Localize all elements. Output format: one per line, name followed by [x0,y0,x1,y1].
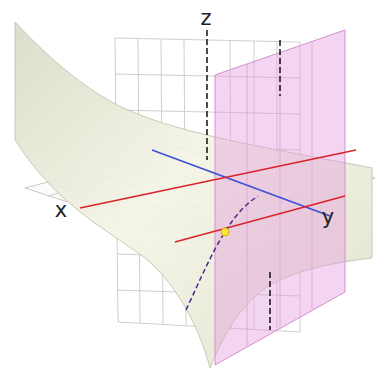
surface [15,22,372,368]
vertical-line [269,272,271,330]
vertical-line [279,40,281,96]
x-axis [80,150,356,208]
cutting-plane-grid [247,41,312,346]
axis-label: y [322,207,334,228]
trace-line [175,196,345,242]
z-axis [206,30,208,160]
axis-label: x [55,200,67,221]
trace-curve [186,196,258,310]
y-axis [152,150,330,216]
axis-label: z [200,8,211,29]
point-marker [221,228,229,236]
